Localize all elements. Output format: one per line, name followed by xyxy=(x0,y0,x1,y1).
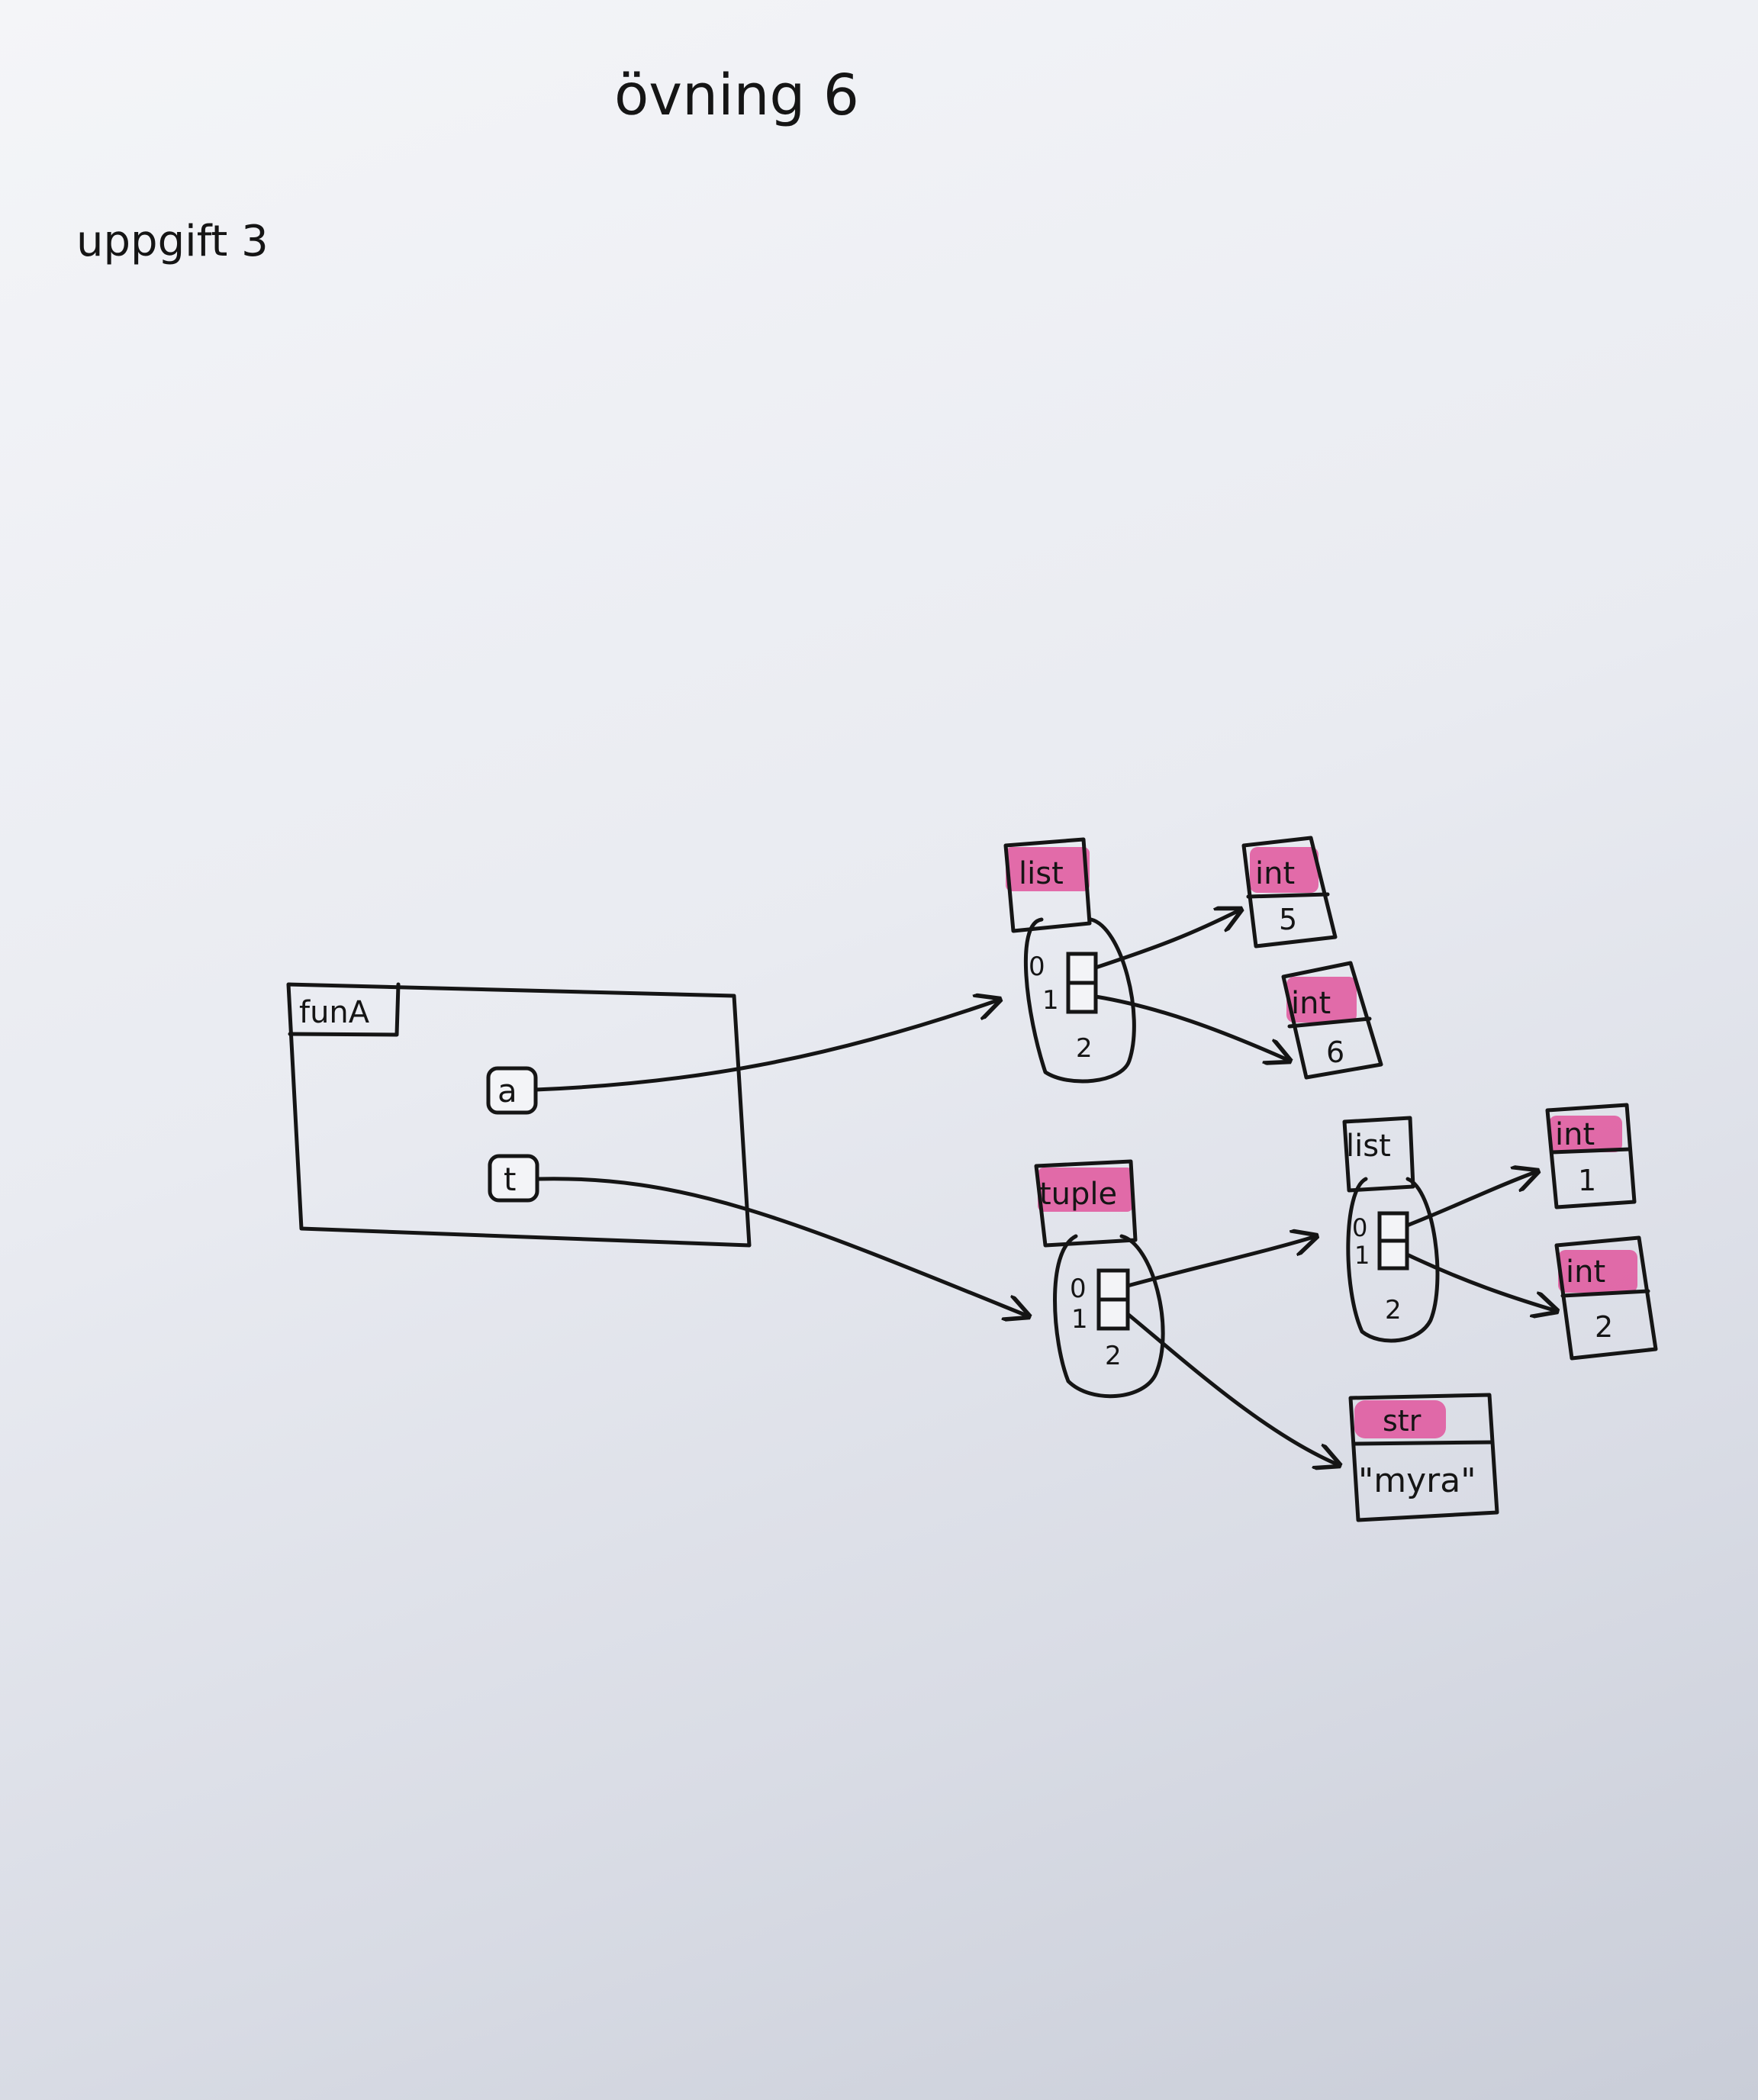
int-1-value: 1 xyxy=(1578,1164,1596,1197)
list-a-index-1: 1 xyxy=(1042,985,1059,1016)
list-inner-type-label: list xyxy=(1346,1129,1391,1164)
int-2-value: 2 xyxy=(1595,1310,1613,1344)
arrow-t-to-tuple xyxy=(535,1177,1029,1316)
tuple-type-label: tuple xyxy=(1039,1177,1117,1212)
list-object-inner: list 0 1 2 xyxy=(1342,1116,1440,1343)
tuple-index-0: 0 xyxy=(1070,1274,1087,1304)
arrow-list-0-to-int-5 xyxy=(1093,910,1241,970)
arrow-list-1-to-int-6 xyxy=(1093,994,1290,1061)
arrow-inner-1-to-int-2 xyxy=(1405,1252,1557,1311)
list-object-a: list 0 1 2 xyxy=(1003,837,1136,1084)
list-inner-index-0: 0 xyxy=(1352,1213,1367,1242)
list-a-type-label: list xyxy=(1019,856,1064,891)
str-object-myra: str "myra" xyxy=(1348,1393,1499,1522)
int-6-value: 6 xyxy=(1326,1036,1344,1069)
arrow-a-to-list xyxy=(533,1000,1000,1092)
arrow-tuple-1-to-str xyxy=(1125,1312,1339,1465)
arrow-inner-0-to-int-1 xyxy=(1405,1171,1537,1228)
list-inner-index-1: 1 xyxy=(1354,1241,1370,1270)
frame-funA: funA a t xyxy=(286,982,752,1248)
variable-t-label: t xyxy=(504,1161,516,1198)
int-object-1: int 1 xyxy=(1545,1103,1637,1209)
int-5-value: 5 xyxy=(1279,903,1297,936)
tuple-object-t: tuple 0 1 2 xyxy=(1034,1159,1165,1399)
str-value: "myra" xyxy=(1358,1461,1476,1500)
str-type-label: str xyxy=(1383,1404,1422,1438)
tuple-index-1: 1 xyxy=(1071,1304,1088,1335)
int-5-type-label: int xyxy=(1255,856,1295,891)
int-object-6: int 6 xyxy=(1281,961,1383,1080)
int-object-2: int 2 xyxy=(1554,1235,1658,1361)
frame-name-label: funA xyxy=(299,995,370,1030)
tuple-index-2: 2 xyxy=(1105,1341,1122,1371)
int-6-type-label: int xyxy=(1291,986,1331,1021)
variable-a-label: a xyxy=(497,1072,517,1110)
page-subtitle: uppgift 3 xyxy=(76,217,269,266)
int-2-type-label: int xyxy=(1566,1255,1605,1290)
list-a-index-2: 2 xyxy=(1076,1033,1093,1064)
list-inner-index-2: 2 xyxy=(1385,1295,1402,1325)
list-a-index-0: 0 xyxy=(1029,952,1045,982)
int-1-type-label: int xyxy=(1555,1117,1595,1152)
page-title: övning 6 xyxy=(614,63,859,128)
int-object-5: int 5 xyxy=(1241,836,1338,949)
arrow-tuple-0-to-inner-list xyxy=(1125,1236,1316,1288)
